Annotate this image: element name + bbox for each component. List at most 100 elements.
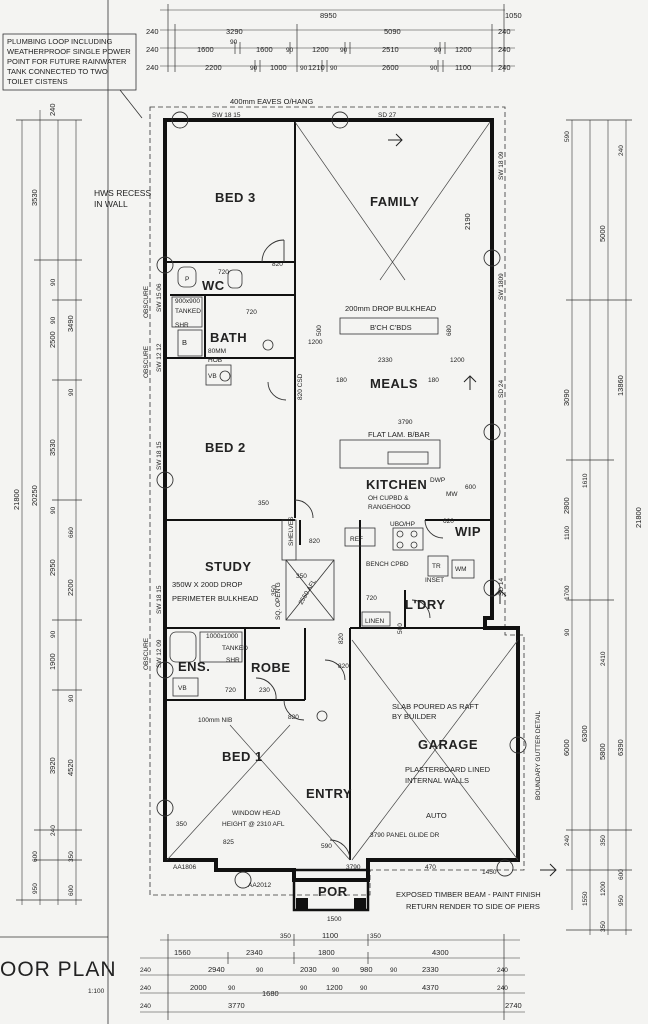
dim: 1800 (318, 948, 335, 957)
dim: 90 (228, 985, 236, 992)
svg-text:1500: 1500 (327, 916, 342, 923)
dim: 90 (330, 65, 338, 72)
dim: 1600 (197, 45, 214, 54)
svg-text:470: 470 (425, 864, 436, 871)
note-line: TANK CONNECTED TO TWO (7, 67, 108, 76)
dim: 90 (434, 47, 442, 54)
note-flat-lam: FLAT LAM. B/BAR (368, 430, 430, 439)
smoke-detector-icon (262, 339, 274, 351)
svg-text:1200: 1200 (308, 339, 323, 346)
note-auto: AUTO (426, 811, 447, 820)
note-window-head: WINDOW HEAD (232, 810, 281, 817)
note-study-bulkhead: 350W X 200D DROP (172, 580, 242, 589)
dim: 240 (140, 985, 151, 992)
linen-icon (361, 611, 391, 627)
dim: 240 (146, 27, 159, 36)
control-joints (156, 111, 527, 889)
dim: 1210 (308, 63, 325, 72)
cj-icon (156, 471, 174, 489)
note-mw: MW (446, 491, 458, 498)
fridge-icon (344, 527, 376, 547)
toilet-icon (177, 266, 197, 288)
dim: 240 (564, 835, 571, 846)
note-tanked: 900x900 (175, 298, 200, 305)
dim: 3290 (226, 27, 243, 36)
svg-text:2330: 2330 (378, 357, 393, 364)
dim: 240 (140, 1003, 151, 1010)
window-tag: SW 15 06 (156, 283, 163, 312)
note-bath: 80MM (208, 348, 226, 355)
note-ubo: UBO/HP (390, 521, 415, 528)
dim: 240 (497, 985, 508, 992)
svg-text:820: 820 (338, 663, 349, 670)
svg-text:820: 820 (272, 261, 283, 268)
cooktop-icon (392, 527, 424, 551)
svg-text:180: 180 (428, 377, 439, 384)
dim: 950 (32, 883, 39, 894)
room-study: STUDY (205, 559, 252, 574)
window-tag: SW 18 15 (156, 585, 163, 614)
note-obscure: OBSCURE (143, 637, 150, 670)
dim: 240 (498, 27, 511, 36)
dim: 600 (32, 851, 39, 862)
dim-top-total: 8950 (320, 11, 337, 20)
room-family: FAMILY (370, 194, 419, 209)
note-linen: LINEN (365, 618, 384, 625)
note-p: P (185, 276, 189, 283)
note-tanked: TANKED (175, 308, 201, 315)
dim: 90 (332, 967, 340, 974)
window-tag: SW 18 15 (156, 441, 163, 470)
dim: 4370 (422, 983, 439, 992)
room-bed3: BED 3 (215, 190, 256, 205)
dim: 90 (50, 630, 57, 638)
washing-machine-icon (451, 559, 475, 579)
dim: 240 (50, 825, 57, 836)
dim: 350 (600, 921, 607, 932)
dim: 980 (360, 965, 373, 974)
note-obscure: OBSCURE (143, 345, 150, 378)
dim: 90 (230, 39, 238, 46)
note-tanked: SHR (175, 322, 189, 329)
window-tag: SD 27 (378, 112, 396, 119)
svg-text:1450: 1450 (482, 869, 497, 876)
window-tag: SD 14 (498, 578, 505, 596)
right-dimensions: 590 240 5000 2190 3090 13860 1610 2800 1… (463, 119, 643, 935)
dim: 21800 (634, 507, 643, 528)
note-bulkhead: 200mm DROP BULKHEAD (345, 304, 437, 313)
dim: 90 (300, 985, 308, 992)
cj-icon (156, 661, 174, 679)
note-shelves: SHELVES (288, 516, 295, 546)
room-robe: ROBE (251, 660, 291, 675)
dim: 4300 (432, 948, 449, 957)
svg-text:3790: 3790 (398, 419, 413, 426)
bottom-dimensions: 350 1100 350 1560 2340 1800 4300 240 294… (140, 931, 525, 1020)
note-plasterboard: PLASTERBOARD LINED (405, 765, 491, 774)
dim: 90 (390, 967, 398, 974)
dim: 20250 (30, 485, 39, 506)
note-line: WEATHERPROOF SINGLE POWER (7, 47, 131, 56)
dim: 90 (50, 506, 57, 514)
interior-walls (167, 122, 490, 860)
vanity-basin-icon (205, 364, 232, 386)
note-bath: HOB (208, 357, 222, 364)
plan-title: OOR PLAN (0, 958, 117, 981)
note-bch-cbds: B'CH C'BDS (370, 323, 412, 332)
note-b: B (182, 338, 187, 347)
dim-top-eaves: 1050 (505, 11, 522, 20)
door-swings (255, 239, 444, 861)
room-wc: WC (202, 278, 225, 293)
cj-icon (156, 256, 174, 274)
dim: 1900 (48, 653, 57, 670)
dim: 1700 (564, 585, 571, 600)
dim: 2800 (562, 497, 571, 514)
dim: 240 (48, 103, 57, 116)
room-meals: MEALS (370, 376, 418, 391)
room-bath: BATH (210, 330, 247, 345)
note-nib: 100mm NIB (198, 717, 232, 724)
inner-dimensions: 720 820 720 1200 500 680 2330 1200 180 1… (176, 261, 497, 923)
dim: 2000 (190, 983, 207, 992)
note-line: POINT FOR FUTURE RAINWATER (7, 57, 127, 66)
window-tag: AA1806 (173, 864, 197, 871)
dim: 240 (498, 63, 511, 72)
dim: 1100 (455, 63, 471, 72)
